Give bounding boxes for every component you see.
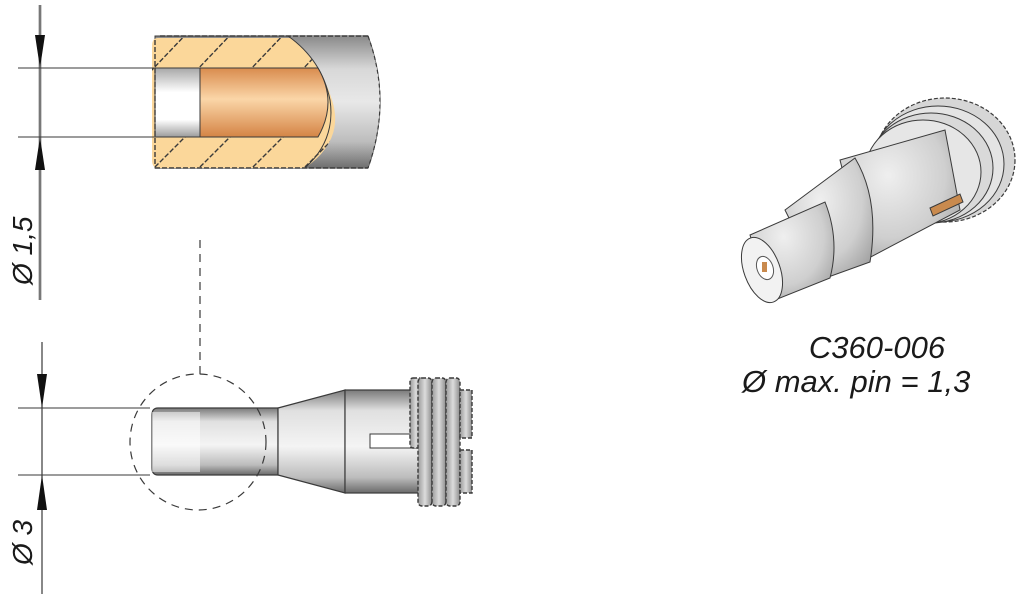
isometric-view bbox=[740, 97, 1016, 304]
arrow-up-icon bbox=[35, 137, 45, 170]
dimension-diameter-3: Ø 3 bbox=[7, 342, 150, 594]
dimension-diameter-1-5: Ø 1,5 bbox=[7, 5, 155, 300]
dimension-label-3: Ø 3 bbox=[7, 519, 38, 566]
bore-copper bbox=[199, 67, 329, 138]
detail-circle bbox=[129, 373, 267, 511]
dimension-label-1-5: Ø 1,5 bbox=[7, 216, 38, 286]
arrow-down-icon bbox=[37, 374, 47, 408]
arrow-up-icon bbox=[37, 475, 47, 510]
pin-spec: Ø max. pin = 1,3 bbox=[742, 364, 971, 399]
side-view bbox=[129, 373, 473, 511]
arrow-down-icon bbox=[35, 35, 45, 68]
thread bbox=[409, 377, 473, 507]
part-number: C360-006 bbox=[808, 330, 946, 365]
bore-entry bbox=[154, 67, 201, 138]
section-view bbox=[152, 35, 381, 169]
cone bbox=[277, 389, 346, 494]
